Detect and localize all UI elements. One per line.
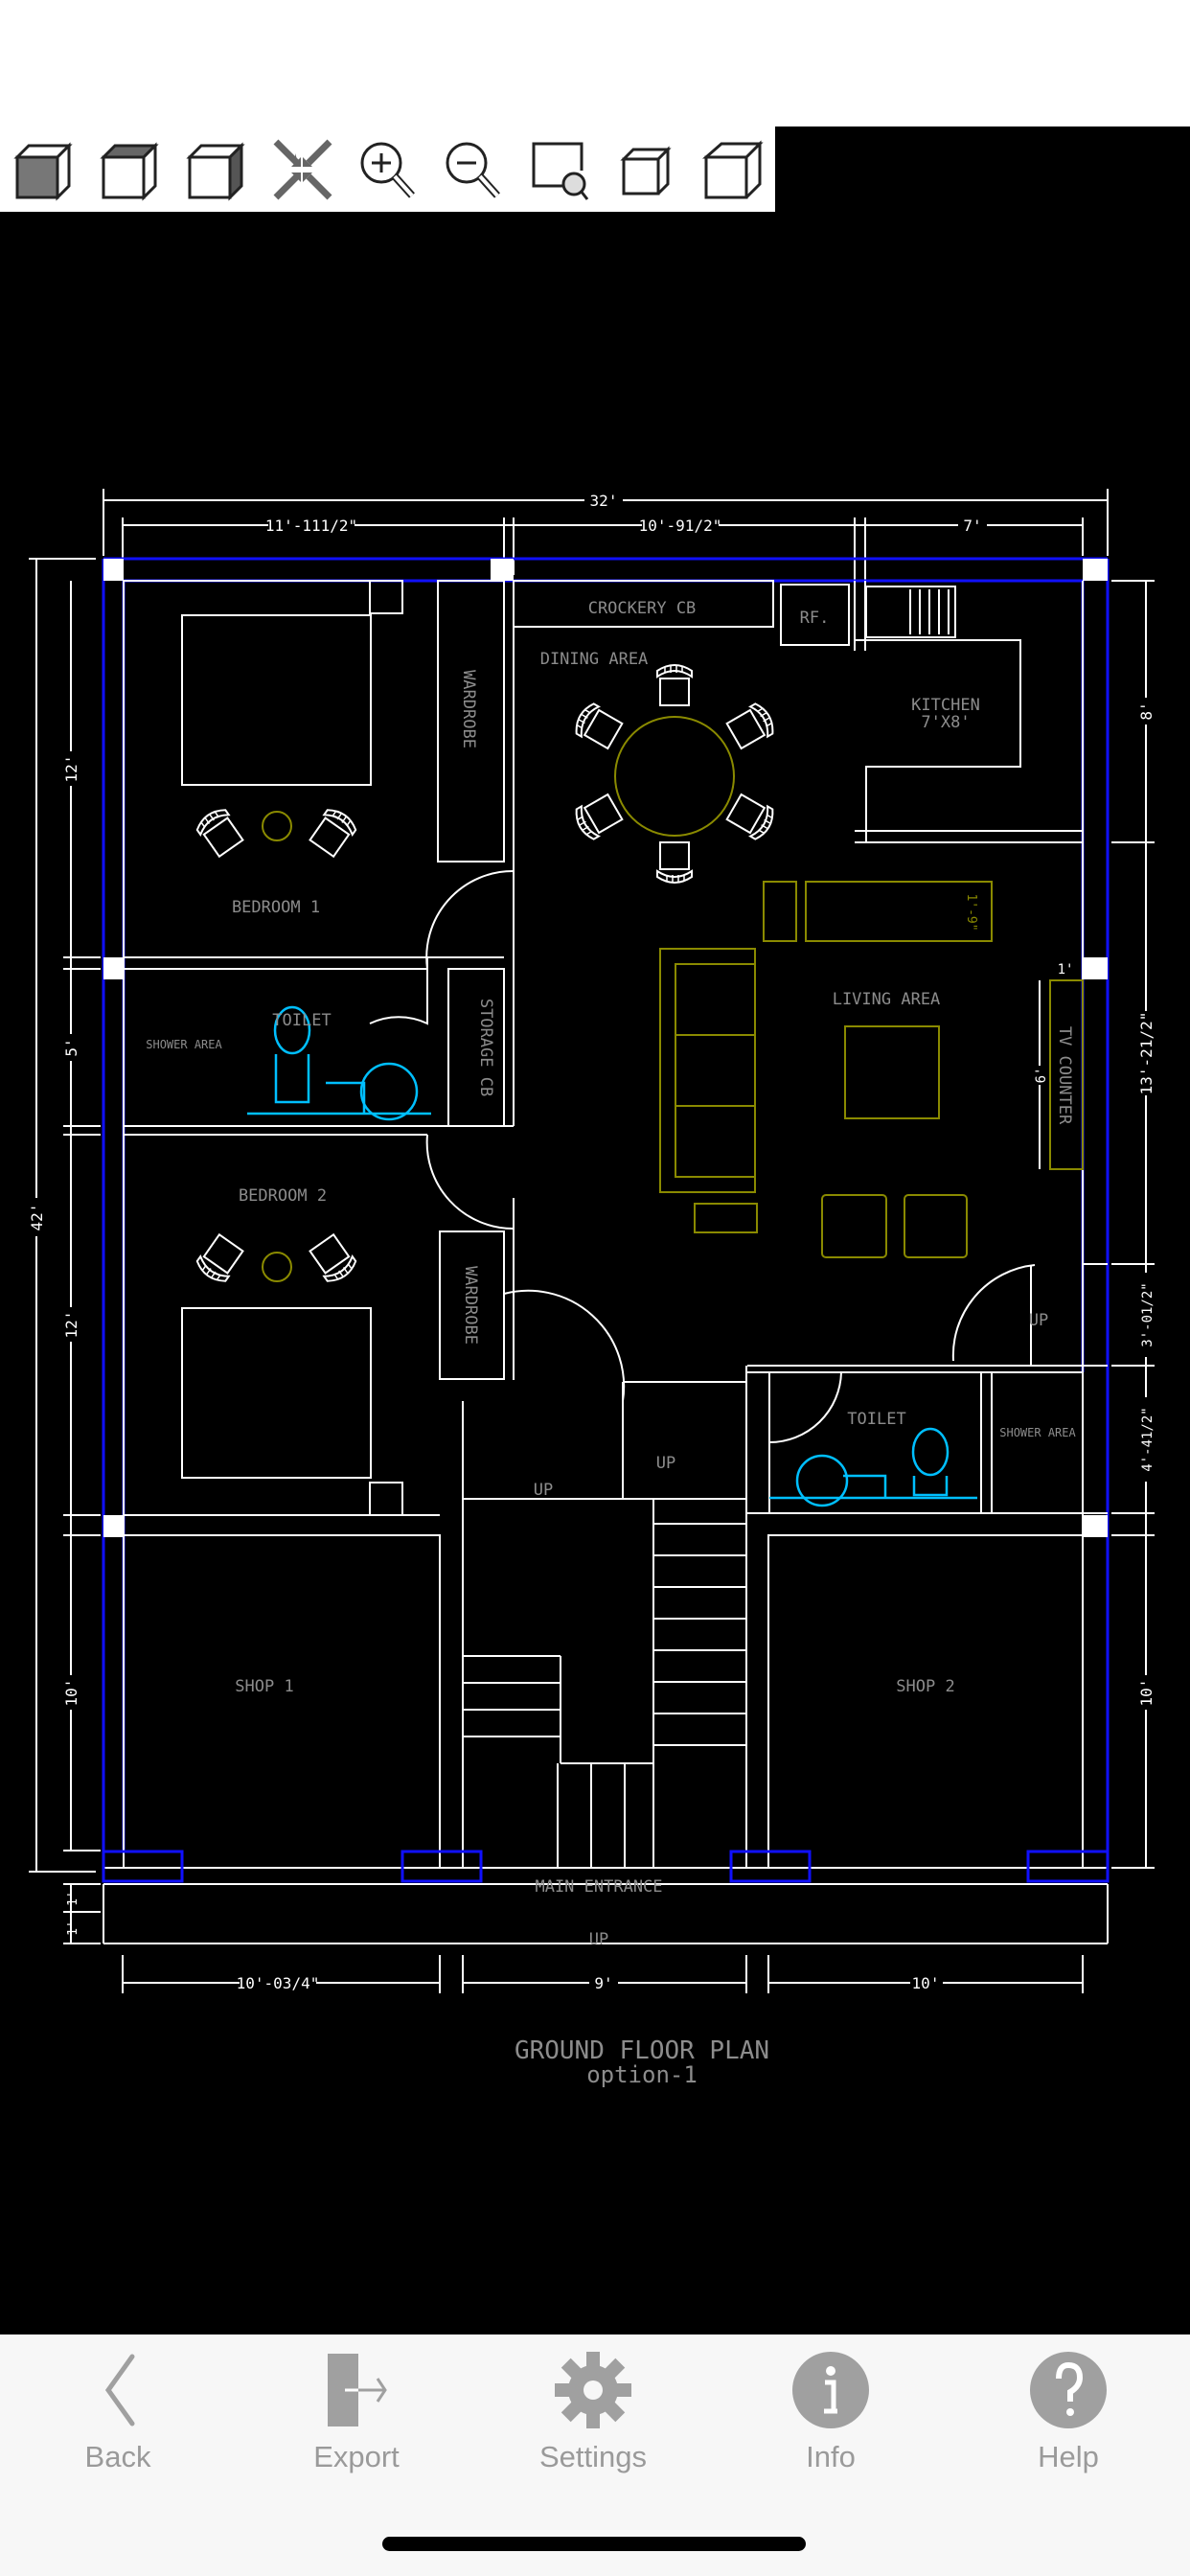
dim-right-5: 10' [1137,1679,1156,1707]
export-button[interactable]: Export [285,2352,428,2474]
help-icon [1030,2352,1107,2428]
dim-right-2: 13'-21/2" [1137,1012,1156,1095]
view-front-icon[interactable] [0,126,86,212]
sofa [659,948,756,1193]
bed-1 [181,614,372,786]
dim-left-1: 12' [62,755,80,783]
label-up-4: UP [589,1930,608,1949]
label-up-3: UP [534,1481,553,1500]
label-bedroom-1: BEDROOM 1 [232,898,320,917]
help-button[interactable]: Help [996,2352,1140,2474]
dim-left-3: 12' [62,1311,80,1339]
furniture [181,614,1084,1507]
walls [102,557,1110,1944]
dim-bottom-1: 10'-03/4" [237,1974,320,1992]
label-shower-area-2: SHOWER AREA [999,1426,1076,1439]
dim-cabinet: 1'-9" [964,893,978,931]
label-bedroom-2: BEDROOM 2 [239,1186,327,1206]
dim-bottom-2: 9' [594,1974,612,1992]
dim-top-2: 10'-91/2" [639,517,722,535]
label-main-entrance: MAIN ENTRANCE [535,1877,662,1897]
chair [575,702,624,750]
dim-right-1: 8' [1137,702,1156,720]
dim-left-4: 10' [62,1679,80,1707]
info-label: Info [806,2440,856,2473]
info-icon [792,2352,869,2428]
dimension-labels: 32' 11'-111/2" 10'-91/2" 7' 42' 12' 5' 1… [27,489,1157,1992]
sanitary-fittings [247,1005,977,1507]
view-iso-left-icon[interactable] [603,126,689,212]
chair [725,702,774,750]
tv-counter [1049,979,1084,1170]
chair [309,809,357,859]
drawing-subtitle: option-1 [586,2061,698,2088]
label-dining-area: DINING AREA [540,650,649,669]
room-labels: CROCKERY CB RF. DINING AREA KITCHEN 7'X8… [146,599,1076,2088]
label-toilet-2: TOILET [847,1410,905,1429]
chair [195,809,244,859]
label-kitchen: KITCHEN [911,696,980,715]
back-label: Back [84,2440,151,2473]
label-storage-cb: STORAGE CB [476,999,495,1096]
dim-top-3: 7' [963,517,981,535]
label-kitchen-size: 7'X8' [921,713,970,732]
label-rf: RF. [800,609,830,628]
label-tv-counter: TV COUNTER [1055,1026,1074,1125]
chair [656,664,693,706]
chevron-left-icon [104,2354,135,2426]
dim-left-6: 1' [66,1920,80,1936]
view-iso-right-icon[interactable] [689,126,775,212]
floor-plan-canvas[interactable]: 32' 11'-111/2" 10'-91/2" 7' 42' 12' 5' 1… [0,0,1190,2334]
export-icon [328,2354,387,2426]
dim-tv-1: 1' [1058,962,1074,978]
help-label: Help [1038,2440,1099,2473]
view-top-icon[interactable] [86,126,172,212]
coffee-table [844,1025,940,1119]
view-right-icon[interactable] [172,126,259,212]
label-shop-2: SHOP 2 [896,1677,954,1696]
dim-left-total: 42' [28,1204,46,1231]
dim-left-5: 1' [66,1891,80,1906]
dim-bottom-3: 10' [912,1974,940,1992]
drawing-title: GROUND FLOOR PLAN [515,2036,769,2065]
zoom-window-icon[interactable] [516,126,603,212]
chair [725,793,774,840]
label-up-1: UP [1029,1311,1048,1330]
label-wardrobe-2: WARDROBE [461,1266,480,1345]
chair [575,793,624,840]
label-crockery-cb: CROCKERY CB [588,599,697,618]
gear-icon [555,2352,631,2428]
back-button[interactable]: Back [46,2352,190,2474]
chair [309,1232,357,1282]
chair [656,841,693,884]
home-indicator [382,2537,806,2551]
view-toolbar [0,126,775,212]
label-living-area: LIVING AREA [833,990,941,1009]
bottom-nav-bar: Back Export Settings Info Help [0,2334,1190,2576]
label-wardrobe-1: WARDROBE [459,670,478,748]
label-toilet-1: TOILET [272,1011,331,1030]
dim-tv-6: 6' [1034,1068,1049,1084]
settings-label: Settings [538,2440,647,2473]
dim-right-3: 3'-01/2" [1140,1282,1156,1346]
label-shop-1: SHOP 1 [235,1677,293,1696]
dining-table [614,716,735,837]
label-shower-area-1: SHOWER AREA [146,1038,222,1051]
dim-top-total: 32' [590,492,618,510]
dim-right-4: 4'-41/2" [1140,1407,1156,1471]
zoom-extents-icon[interactable] [259,126,345,212]
chair [195,1232,244,1282]
zoom-out-icon[interactable] [430,126,516,212]
dim-left-2: 5' [62,1038,80,1056]
info-button[interactable]: Info [759,2352,903,2474]
columns [103,559,1108,1537]
settings-button[interactable]: Settings [521,2352,665,2474]
status-bar-area [0,0,1190,126]
export-label: Export [313,2440,400,2473]
label-up-2: UP [656,1454,675,1473]
bed-2 [181,1307,372,1479]
dim-top-1: 11'-111/2" [265,517,357,535]
zoom-in-icon[interactable] [345,126,431,212]
